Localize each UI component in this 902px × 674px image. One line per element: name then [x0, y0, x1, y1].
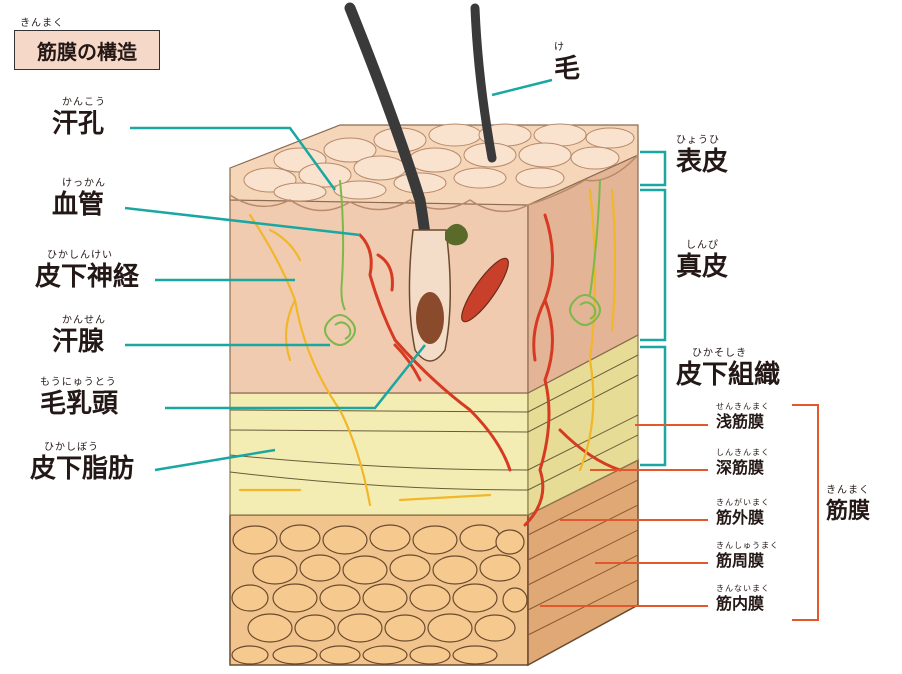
label-epidermis-text: 表皮: [676, 147, 729, 177]
fascia-leader-lines: [540, 404, 819, 621]
label-perimysium: きんしゅうまく 筋周膜: [716, 541, 779, 571]
label-subcutis-ruby: ひかそしき: [692, 348, 747, 359]
label-vessel: けっかん 血管: [52, 178, 106, 220]
label-deep-fascia-text: 深筋膜: [716, 458, 765, 477]
sebaceous-gland: [445, 223, 468, 246]
label-perimysium-text: 筋周膜: [716, 551, 765, 570]
label-dermis-ruby: しんぴ: [686, 240, 719, 251]
right-brackets: [640, 150, 667, 467]
label-superficial-fascia-ruby: せんきんまく: [716, 402, 770, 411]
label-superficial-fascia-text: 浅筋膜: [716, 412, 765, 431]
label-endomysium-ruby: きんないまく: [716, 584, 770, 593]
page-title: 筋膜の構造: [37, 40, 137, 64]
label-hair: け 毛: [554, 42, 580, 84]
label-fat: ひかしぼう 皮下脂肪: [30, 442, 134, 484]
label-fascia: きんまく 筋膜: [826, 485, 870, 527]
label-dermis: しんぴ 真皮: [676, 240, 728, 282]
label-endomysium: きんないまく 筋内膜: [716, 584, 770, 614]
label-subcutis: ひかそしき 皮下組織: [676, 348, 780, 390]
label-deep-fascia-ruby: しんきんまく: [716, 448, 770, 457]
epidermis-front-edge: [229, 194, 529, 213]
title-box: 筋膜の構造: [14, 30, 160, 70]
label-hair-ruby: け: [554, 42, 565, 53]
label-sweat-gland-text: 汗腺: [52, 327, 105, 357]
label-epimysium: きんがいまく 筋外膜: [716, 498, 770, 528]
label-deep-fascia: しんきんまく 深筋膜: [716, 448, 770, 478]
label-endomysium-text: 筋内膜: [716, 594, 765, 613]
label-epidermis-ruby: ひょうひ: [676, 135, 720, 146]
label-fascia-ruby: きんまく: [826, 485, 870, 496]
muscle-fibers: [231, 524, 528, 665]
label-pore-text: 汗孔: [52, 109, 105, 139]
subcutis-bracket: [640, 345, 667, 467]
label-fascia-text: 筋膜: [826, 499, 871, 524]
epidermis-bracket: [640, 150, 667, 187]
sweat-glands: [324, 179, 601, 346]
label-hair-text: 毛: [554, 54, 581, 84]
label-epidermis: ひょうひ 表皮: [676, 135, 728, 177]
vessel-leader: [124, 206, 361, 237]
label-nerve-ruby: ひかしんけい: [47, 250, 113, 261]
label-fat-text: 皮下脂肪: [30, 454, 135, 484]
label-epimysium-text: 筋外膜: [716, 508, 765, 527]
hair-papilla: [416, 292, 444, 344]
label-fat-ruby: ひかしぼう: [44, 442, 99, 453]
label-vessel-ruby: けっかん: [62, 178, 106, 189]
muscle-side-fibers: [527, 479, 639, 636]
title-ruby: きんまく: [20, 18, 64, 29]
pore-leader: [130, 126, 337, 191]
hair-leader: [491, 78, 553, 97]
fat-leader: [154, 448, 276, 472]
left-leader-lines: [124, 78, 553, 472]
fascia-bracket: [792, 404, 819, 621]
label-sweat-gland: かんせん 汗腺: [52, 315, 106, 357]
label-papilla-ruby: もうにゅうとう: [40, 377, 117, 388]
skin-block: [229, 123, 639, 667]
fat-stripes: [229, 354, 639, 491]
label-papilla-text: 毛乳頭: [40, 389, 119, 419]
label-subcutis-text: 皮下組織: [676, 360, 781, 390]
epidermis-side-edge: [527, 154, 639, 206]
blood-vessels: [358, 213, 622, 527]
label-perimysium-ruby: きんしゅうまく: [716, 541, 779, 550]
label-superficial-fascia: せんきんまく 浅筋膜: [716, 402, 770, 432]
label-dermis-text: 真皮: [676, 252, 729, 282]
label-nerve: ひかしんけい 皮下神経: [35, 250, 139, 292]
dermis-bracket: [640, 188, 667, 342]
label-epimysium-ruby: きんがいまく: [716, 498, 770, 507]
papilla-leader: [165, 344, 426, 410]
label-nerve-text: 皮下神経: [35, 262, 140, 292]
label-sweat-gland-ruby: かんせん: [62, 315, 106, 326]
label-vessel-text: 血管: [52, 190, 105, 220]
subcutaneous-nerves: [238, 188, 617, 507]
label-papilla: もうにゅうとう 毛乳頭: [40, 377, 118, 419]
label-pore-ruby: かんこう: [62, 97, 106, 108]
label-pore: かんこう 汗孔: [52, 97, 106, 139]
arrector-muscle: [461, 257, 509, 323]
hair-follicle: [408, 229, 451, 362]
